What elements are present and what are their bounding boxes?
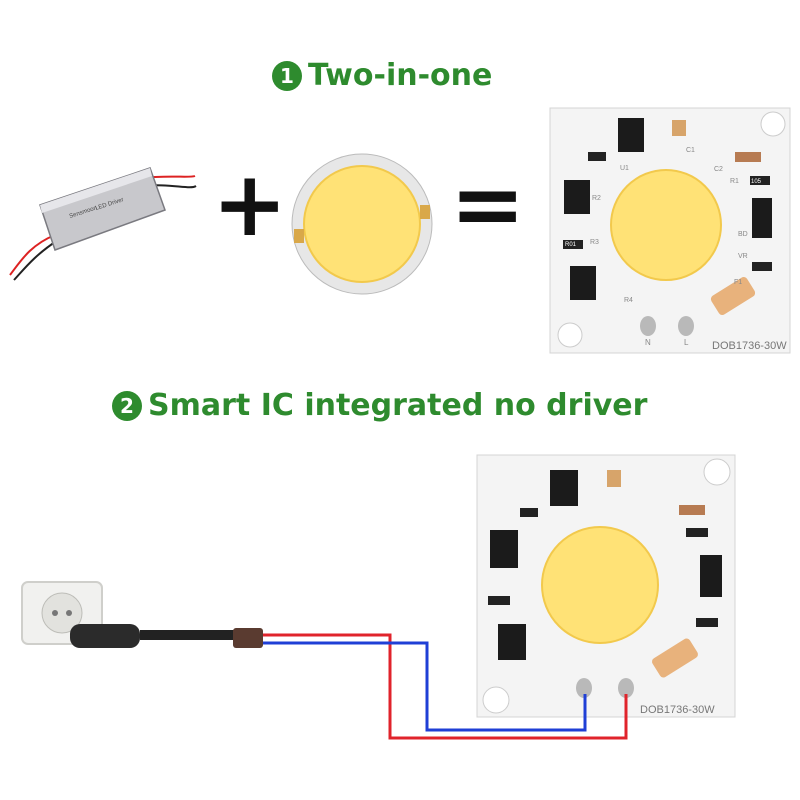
pad-label-n: N xyxy=(645,338,651,347)
pcb-label-r3: R3 xyxy=(590,239,599,246)
section-2-title: Smart IC integrated no driver xyxy=(148,388,648,423)
pcb-label-r4: R4 xyxy=(624,297,633,304)
pcb-label-f1: F1 xyxy=(734,279,742,286)
led-pad xyxy=(294,229,304,243)
pcb-label-r1: R1 xyxy=(730,178,739,185)
pcb-model-label: DOB1736-30W xyxy=(712,340,787,352)
pcb-label-r2: R2 xyxy=(592,195,601,202)
plus-symbol: + xyxy=(212,152,288,257)
live-wire xyxy=(263,633,628,740)
equals-symbol: = xyxy=(450,152,526,257)
pcb-label-105: 105 xyxy=(751,179,762,185)
pcb-label-bd: BD xyxy=(738,231,748,238)
neutral-wire xyxy=(263,641,587,732)
pcb-label-c2: C2 xyxy=(714,166,723,173)
section-1-number-badge: 1 xyxy=(272,60,302,91)
led-pad xyxy=(420,205,430,219)
pcb-label-u1: U1 xyxy=(620,165,629,172)
section-2-number-badge: 2 xyxy=(112,390,142,421)
section-1-heading: 1 Two-in-one xyxy=(272,58,492,93)
pcb-module-2: DOB1736-30W xyxy=(476,454,736,718)
led-driver-image: Sensmoon LED Driver xyxy=(9,167,197,281)
pcb-module-1: N L DOB1736-30W C1 C2 R1 105 U1 R2 R3 R4… xyxy=(549,107,791,354)
pcb-label-r01: R01 xyxy=(565,242,577,248)
power-plug-image xyxy=(70,624,263,648)
section-2-heading: 2 Smart IC integrated no driver xyxy=(112,388,647,423)
pcb-label-vr: VR xyxy=(738,253,748,260)
pcb-label-c1: C1 xyxy=(686,147,695,154)
pad-label-l: L xyxy=(684,338,689,347)
section-1-title: Two-in-one xyxy=(308,58,493,93)
pcb-2-model-label: DOB1736-30W xyxy=(640,704,715,716)
cob-led-chip-image xyxy=(291,153,433,295)
